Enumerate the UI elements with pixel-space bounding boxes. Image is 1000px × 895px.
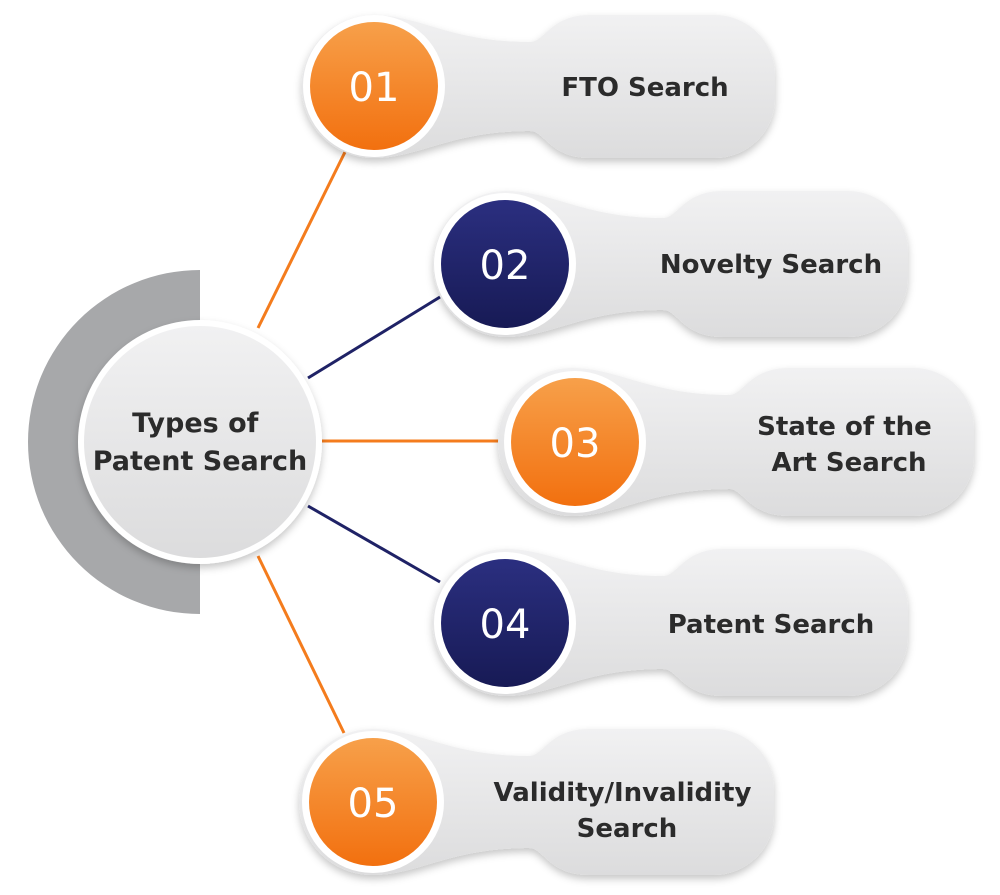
search-type-item-04: 04 Patent Search [433, 549, 909, 696]
search-type-item-05: 05 Validity/Invalidity Search [299, 729, 774, 875]
connector-05 [258, 556, 344, 733]
item-title-line-1: Validity/Invalidity [494, 778, 752, 808]
item-number: 03 [550, 421, 601, 467]
svg-text:FTO Search: FTO Search [561, 73, 728, 103]
item-title-line-2: Art Search [771, 448, 926, 478]
connector-01 [258, 150, 346, 328]
item-title-line-1: Patent Search [668, 610, 875, 640]
item-title-line-2: Search [577, 814, 678, 844]
search-type-item-03: 03 State of the Art Search [498, 368, 974, 516]
item-number: 02 [480, 243, 531, 289]
search-type-item-01: 01 FTO Search [302, 15, 776, 158]
item-number: 01 [349, 65, 400, 111]
connector-02 [308, 297, 440, 378]
search-type-item-02: 02 Novelty Search [433, 191, 908, 337]
svg-text:Patent Search: Patent Search [668, 610, 875, 640]
center-node: Types of Patent Search [78, 320, 322, 564]
item-number: 04 [480, 602, 531, 648]
item-title-line-1: State of the [757, 412, 932, 442]
center-title-line-1: Types of [132, 408, 258, 439]
center-title-line-2: Patent Search [93, 446, 308, 477]
connector-04 [308, 506, 440, 582]
item-title-line-1: FTO Search [561, 73, 728, 103]
svg-text:Novelty Search: Novelty Search [660, 250, 882, 280]
item-number: 05 [348, 781, 399, 827]
item-title-line-1: Novelty Search [660, 250, 882, 280]
